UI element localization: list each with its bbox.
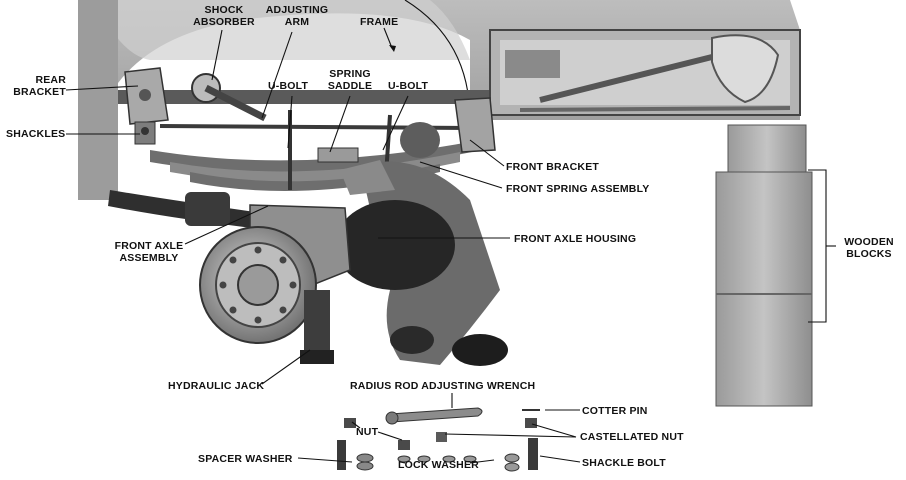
shovel-and-tools [505, 34, 791, 112]
label-adjusting-arm: ADJUSTING ARM [265, 4, 329, 28]
label-shackle-bolt: SHACKLE BOLT [582, 457, 666, 469]
label-front-spring-assembly: FRONT SPRING ASSEMBLY [506, 183, 650, 195]
label-u-bolt-left: U-BOLT [268, 80, 309, 92]
radius-rod-adjusting-wrench [385, 407, 483, 425]
label-wooden-blocks: WOODEN BLOCKS [844, 236, 894, 260]
label-rear-bracket: REAR BRACKET [13, 74, 66, 98]
drive-shaft [108, 190, 255, 228]
label-u-bolt-right: U-BOLT [388, 80, 429, 92]
label-cotter-pin: COTTER PIN [582, 405, 648, 417]
castellated-nut [436, 418, 537, 442]
rear-bracket [124, 67, 169, 125]
label-castellated-nut: CASTELLATED NUT [580, 431, 684, 443]
label-shock-absorber: SHOCK ABSORBER [193, 4, 255, 28]
lock-washer [397, 453, 520, 472]
label-front-axle-housing: FRONT AXLE HOUSING [514, 233, 637, 245]
label-radius-rod-adjusting-wrench: RADIUS ROD ADJUSTING WRENCH [350, 380, 536, 392]
label-front-bracket: FRONT BRACKET [506, 161, 600, 173]
tire [335, 200, 455, 290]
label-front-axle-assembly: FRONT AXLE ASSEMBLY [114, 240, 184, 264]
hydraulic-jack [300, 290, 334, 364]
shackles [134, 121, 156, 145]
label-frame: FRAME [360, 16, 399, 28]
label-shackles: SHACKLES [6, 128, 66, 140]
front-bracket [454, 97, 496, 153]
wooden-blocks [715, 124, 813, 407]
shackle-bolt [337, 438, 538, 470]
nut [344, 418, 410, 450]
shock-absorber [191, 73, 267, 122]
leader-lines [65, 27, 836, 464]
spacer-washer [356, 453, 374, 471]
label-nut: NUT [356, 426, 379, 438]
label-lock-washer: LOCK WASHER [398, 459, 479, 471]
front-axle-hub [199, 226, 317, 344]
label-spring-saddle: SPRING SADDLE [327, 68, 373, 92]
label-spacer-washer: SPACER WASHER [198, 453, 293, 465]
label-hydraulic-jack: HYDRAULIC JACK [168, 380, 265, 392]
